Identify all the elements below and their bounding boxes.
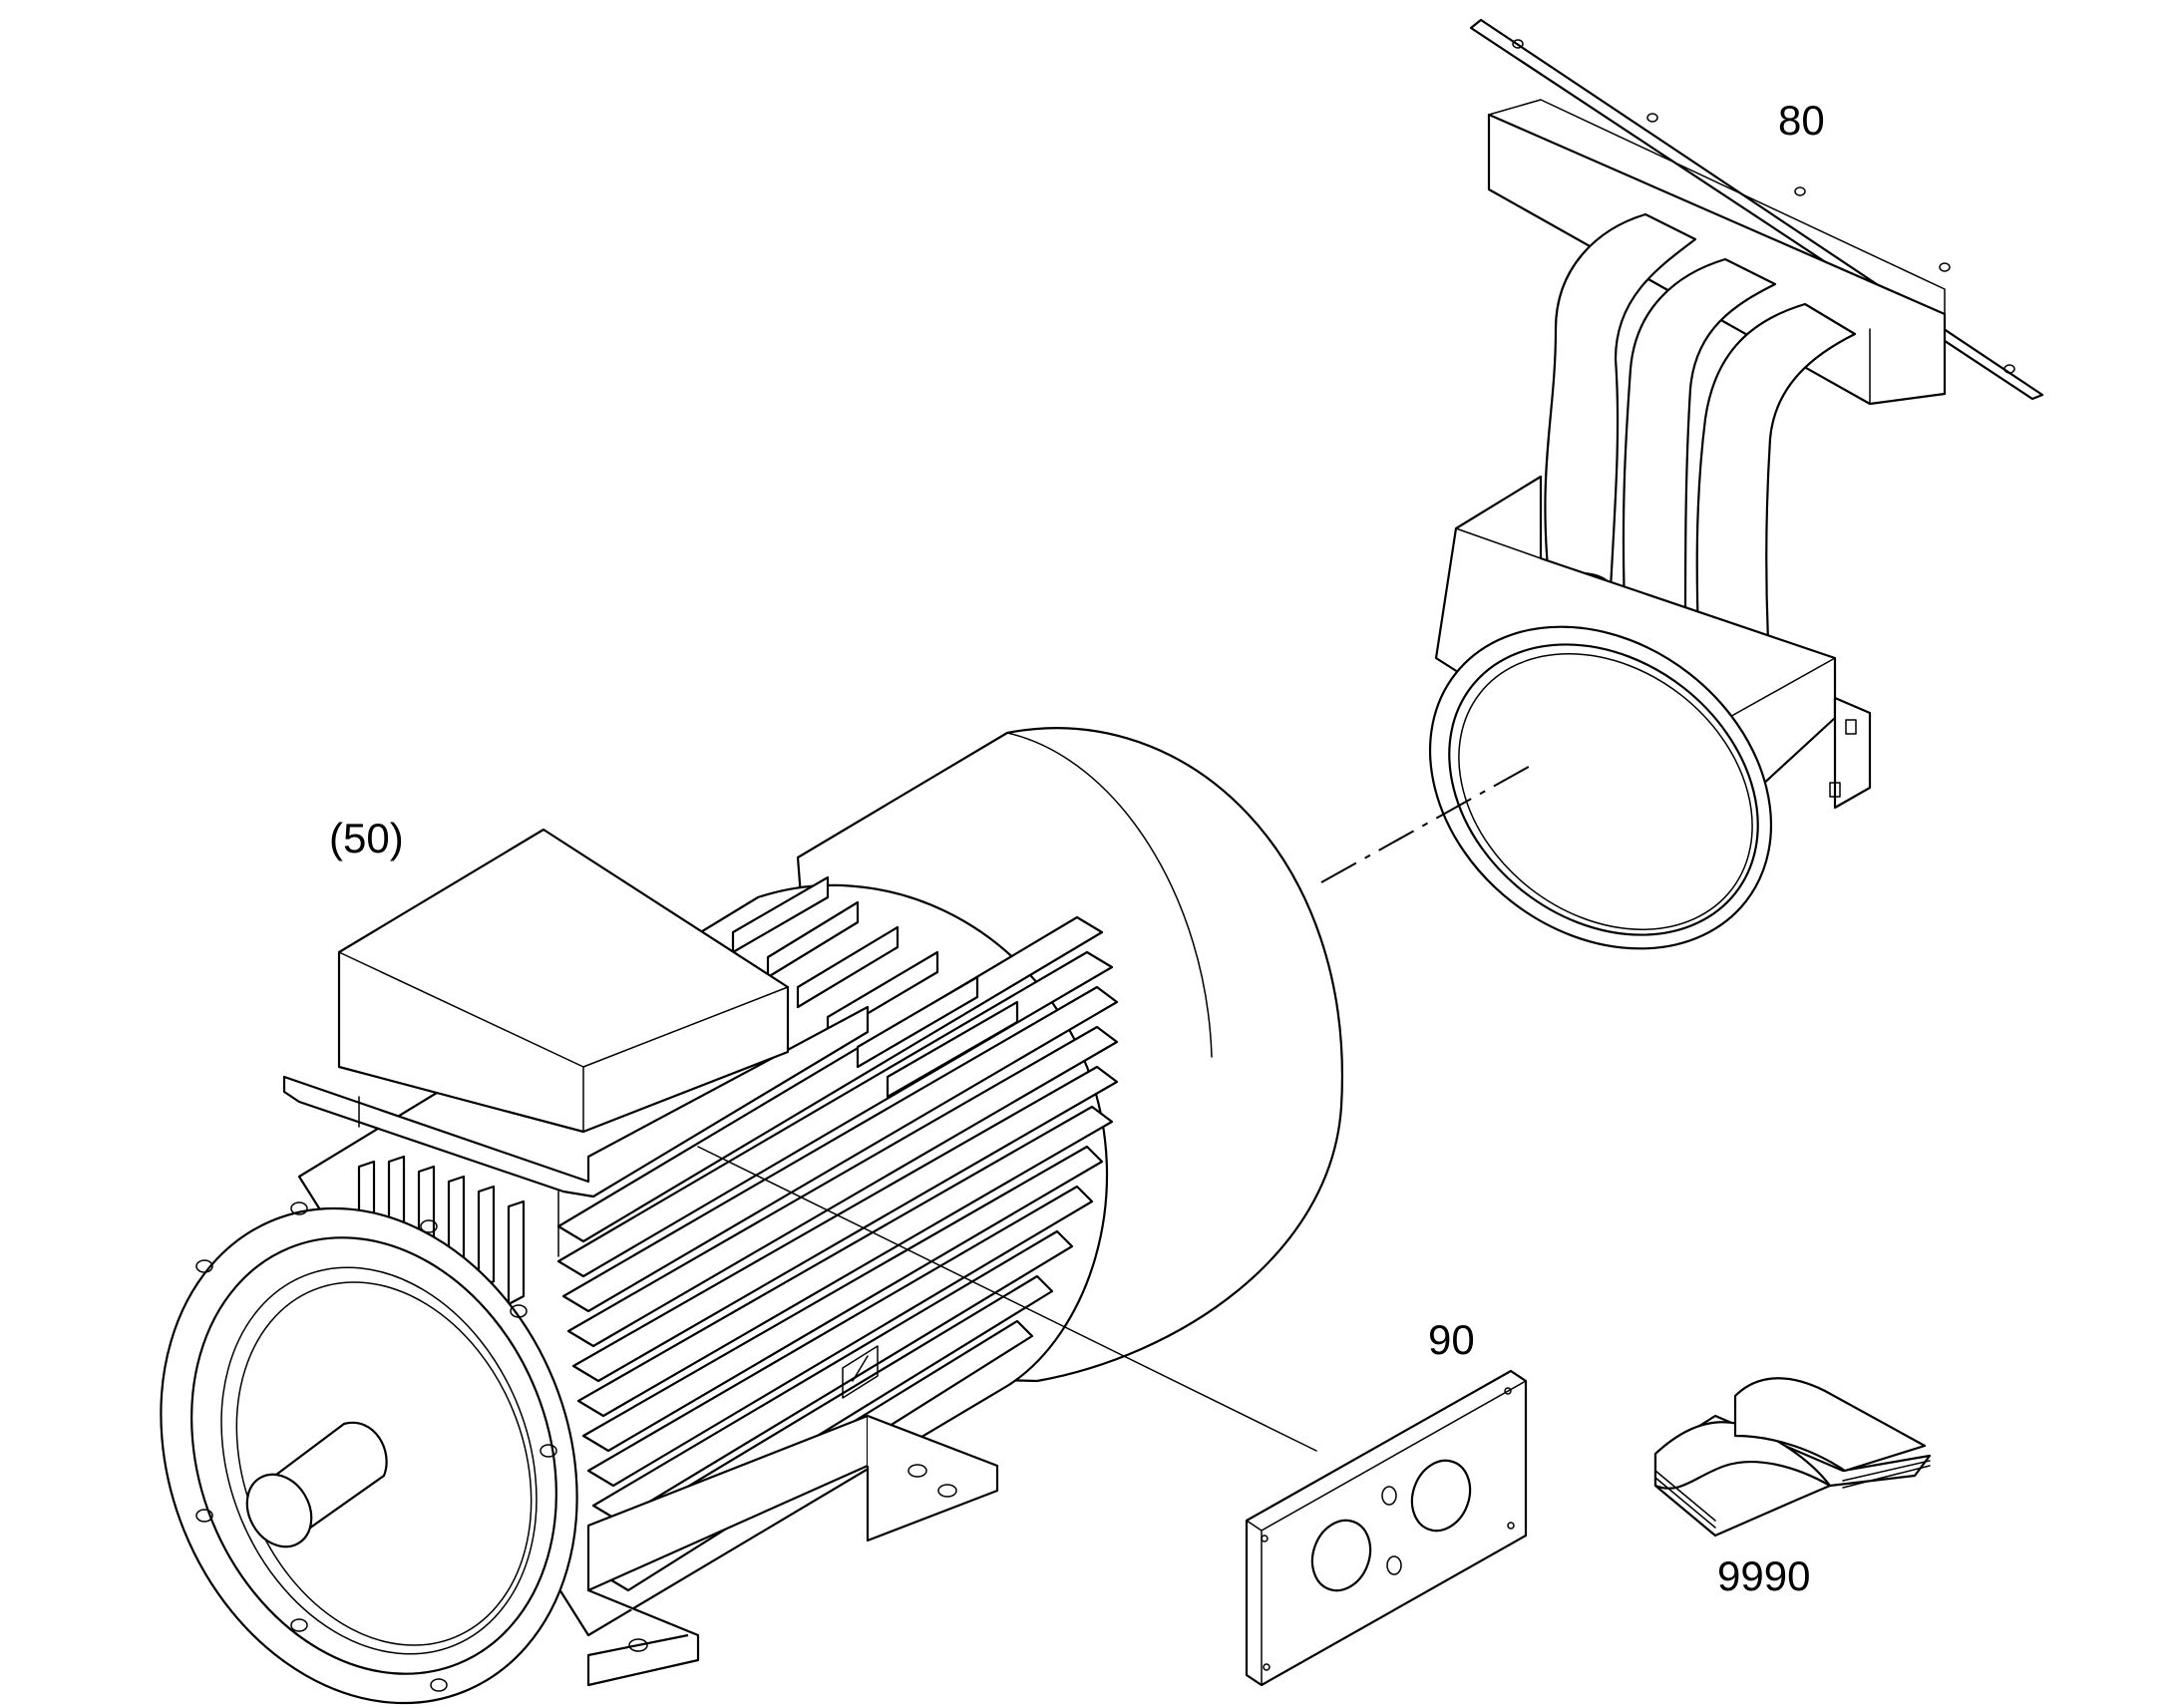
cooling-fins: [357, 875, 1119, 1592]
cooling-hood-assembly: [1428, 18, 2044, 950]
callout-manual-label: 9990: [1717, 1552, 1811, 1599]
callout-motor-label: (50): [329, 815, 404, 861]
manual-book: [1653, 1377, 1932, 1537]
alignment-centerline: [1320, 762, 1537, 883]
callout-cooling-hood-label: 80: [1778, 97, 1825, 144]
electric-motor: [160, 727, 1344, 1705]
terminal-box: [282, 828, 870, 1257]
nameplate-logo: [842, 1345, 879, 1399]
callout-plate-label: 90: [1428, 1316, 1475, 1363]
assembly-lines: [697, 762, 1537, 1452]
motor-feet: [586, 1414, 999, 1687]
cover-plate: [1245, 1369, 1528, 1687]
motor-shaft: [245, 1421, 388, 1548]
leader-line-plate: [697, 1146, 1317, 1452]
